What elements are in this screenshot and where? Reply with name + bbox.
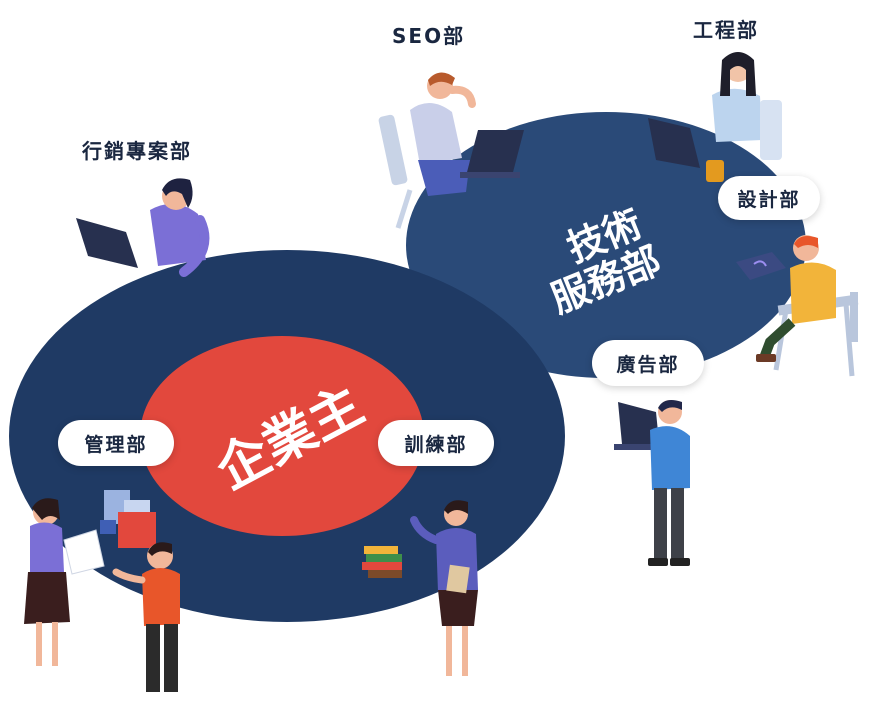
- training-dept-pill: 訓練部: [378, 420, 494, 466]
- management-people-illustration: [24, 490, 180, 692]
- owner-center-circle: [140, 336, 424, 536]
- engineering-person-illustration: [648, 52, 782, 182]
- design-person-illustration: [736, 235, 859, 377]
- advertising-dept-pill: 廣告部: [592, 340, 704, 386]
- training-person-illustration: [362, 500, 478, 676]
- engineering-dept-label: 工程部: [693, 18, 759, 42]
- seo-dept-label: SEO部: [392, 24, 466, 48]
- advertising-person-illustration: [614, 400, 690, 566]
- design-dept-pill: 設計部: [718, 176, 820, 220]
- marketing-person-illustration: [76, 178, 210, 277]
- seo-person-illustration: [378, 72, 524, 229]
- marketing-dept-label: 行銷專案部: [82, 139, 192, 163]
- management-dept-pill: 管理部: [58, 420, 174, 466]
